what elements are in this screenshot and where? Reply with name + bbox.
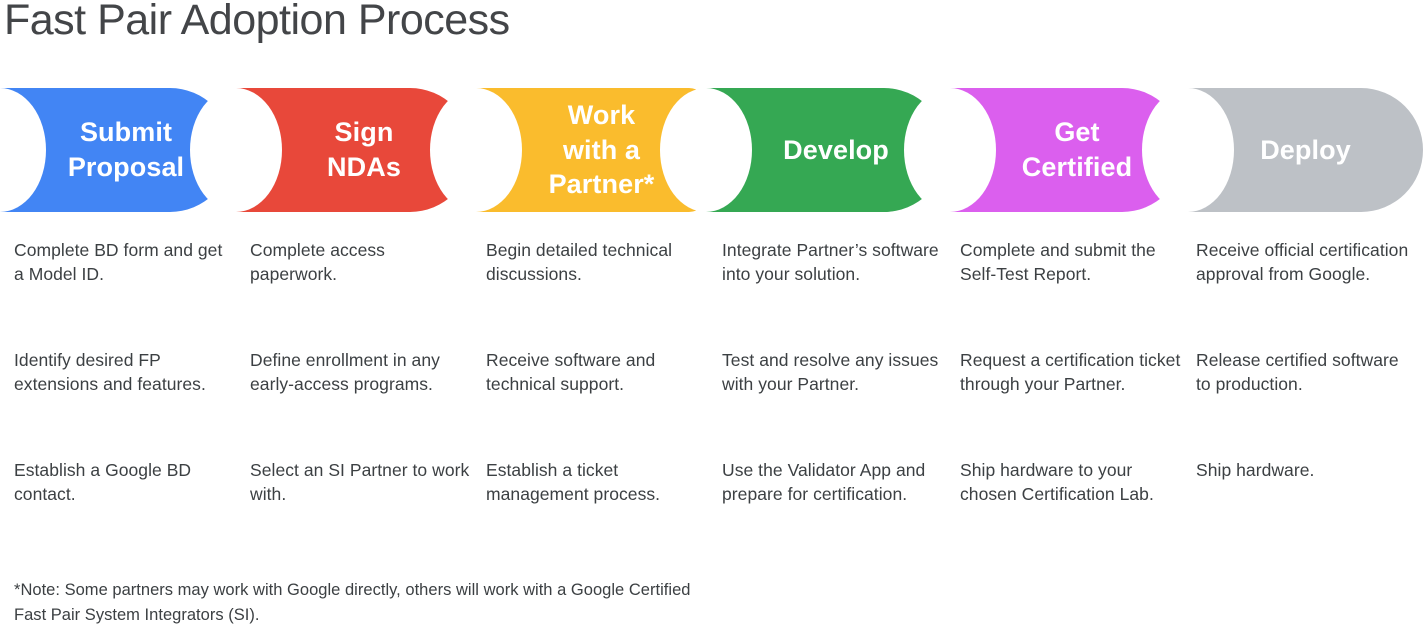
stage-detail-item: Complete BD form and get a Model ID. (14, 240, 223, 284)
stage-banner-label: Work with a Partner* (548, 100, 655, 200)
stage-detail-column: Complete access paperwork. Define enrollm… (250, 238, 472, 506)
stage-detail-slot: Receive software and technical support. (486, 348, 708, 458)
stage-detail-slot: Establish a Google BD contact. (14, 458, 236, 506)
stage-detail-slot: Ship hardware. (1196, 458, 1418, 482)
stage-detail-column: Receive official certification approval … (1196, 238, 1418, 482)
stage-detail-slot: Receive official certification approval … (1196, 238, 1418, 348)
stage-detail-item: Establish a ticket management process. (486, 460, 661, 504)
stage-detail-item: Release certified software to production… (1196, 350, 1399, 394)
stage-detail-slot: Use the Validator App and prepare for ce… (722, 458, 944, 506)
stage-banner-label: Submit Proposal (67, 117, 185, 182)
stage-banner-notch (660, 88, 752, 212)
stage-banner-notch (904, 88, 996, 212)
stage-detail-item: Test and resolve any issues with your Pa… (722, 350, 939, 394)
stage-banner-notch (190, 88, 282, 212)
page-title: Fast Pair Adoption Process (4, 0, 510, 44)
process-stage-banner[interactable]: Submit Proposal (0, 88, 232, 212)
stage-detail-item: Complete access paperwork. (250, 240, 385, 284)
stage-banner-notch (430, 88, 522, 212)
stage-banner-label: Develop (783, 134, 889, 165)
stage-detail-item: Request a certification ticket through y… (960, 350, 1181, 394)
process-stage-banner[interactable]: Get Certified (904, 88, 1184, 212)
stage-detail-slot: Define enrollment in any early-access pr… (250, 348, 472, 458)
stage-detail-slot: Select an SI Partner to work with. (250, 458, 472, 506)
stage-detail-item: Establish a Google BD contact. (14, 460, 192, 504)
stage-detail-column: Complete and submit the Self-Test Report… (960, 238, 1182, 506)
stage-detail-slot: Integrate Partner’s software into your s… (722, 238, 944, 348)
stage-detail-column: Begin detailed technical discussions. Rec… (486, 238, 708, 506)
stage-detail-item: Receive software and technical support. (486, 350, 656, 394)
stage-detail-item: Integrate Partner’s software into your s… (722, 240, 939, 284)
stage-detail-slot: Ship hardware to your chosen Certificati… (960, 458, 1182, 506)
stage-detail-item: Ship hardware to your chosen Certificati… (960, 460, 1154, 504)
stage-banner-label: Sign NDAs (327, 117, 401, 182)
stage-detail-item: Select an SI Partner to work with. (250, 460, 470, 504)
stage-detail-slot: Complete access paperwork. (250, 238, 472, 348)
stage-detail-item: Define enrollment in any early-access pr… (250, 350, 440, 394)
stage-detail-column: Complete BD form and get a Model ID. Iden… (14, 238, 236, 506)
process-detail-columns: Complete BD form and get a Model ID. Iden… (0, 238, 1423, 558)
process-stage-banner-row: Submit Proposal Sign NDAs Work with a Part… (0, 88, 1423, 212)
stage-detail-item: Complete and submit the Self-Test Report… (960, 240, 1156, 284)
stage-detail-slot: Complete BD form and get a Model ID. (14, 238, 236, 348)
stage-detail-column: Integrate Partner’s software into your s… (722, 238, 944, 506)
stage-detail-slot: Release certified software to production… (1196, 348, 1418, 458)
footnote-note: *Note: Some partners may work with Googl… (14, 581, 691, 624)
stage-detail-slot: Complete and submit the Self-Test Report… (960, 238, 1182, 348)
process-stage-banner[interactable]: Deploy (1142, 88, 1423, 212)
stage-banner-label: Deploy (1260, 134, 1351, 165)
stage-banner-label: Get Certified (1021, 117, 1133, 182)
stage-detail-slot: Establish a ticket management process. (486, 458, 708, 506)
stage-detail-item: Ship hardware. (1196, 460, 1315, 480)
stage-detail-slot: Begin detailed technical discussions. (486, 238, 708, 348)
stage-detail-slot: Test and resolve any issues with your Pa… (722, 348, 944, 458)
stage-detail-item: Begin detailed technical discussions. (486, 240, 673, 284)
stage-banner-notch (1142, 88, 1234, 212)
stage-detail-item: Identify desired FP extensions and featu… (14, 350, 206, 394)
stage-detail-slot: Identify desired FP extensions and featu… (14, 348, 236, 458)
stage-detail-slot: Request a certification ticket through y… (960, 348, 1182, 458)
stage-detail-item: Receive official certification approval … (1196, 240, 1409, 284)
stage-detail-item: Use the Validator App and prepare for ce… (722, 460, 926, 504)
